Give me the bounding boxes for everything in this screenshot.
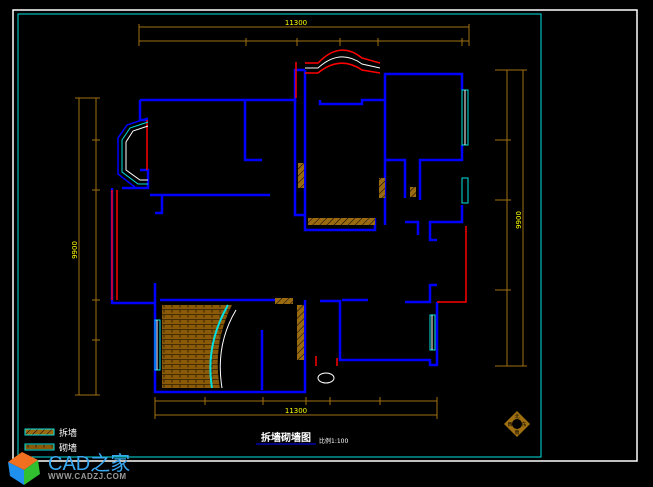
logo-cube-icon xyxy=(8,452,40,485)
windows xyxy=(154,89,469,371)
legend: 拆墙 砌墙 xyxy=(24,427,77,454)
top-total-dimension: 11300 xyxy=(285,19,307,27)
drawing-title: 拆墙砌墙图 xyxy=(261,431,311,444)
compass-icon: 北 西 东 南 xyxy=(504,411,530,437)
compass-south: 南 xyxy=(514,429,519,436)
demolition-areas xyxy=(162,163,416,389)
right-total-dimension: 9900 xyxy=(515,211,523,229)
logo-url: WWW.CADZJ.COM xyxy=(48,472,127,481)
logo-name: CAD之家 xyxy=(48,453,131,475)
entrance-marker xyxy=(317,372,335,384)
scale-note: 比例1:100 xyxy=(319,437,348,445)
outer-frame xyxy=(12,9,638,462)
dimension-lines xyxy=(75,24,527,419)
bay-window xyxy=(117,117,149,189)
left-total-dimension: 9900 xyxy=(71,241,79,259)
new-walls xyxy=(111,49,467,366)
legend-label-build: 砌墙 xyxy=(59,442,77,454)
bottom-total-dimension: 11300 xyxy=(285,407,307,415)
legend-label-demolish: 拆墙 xyxy=(59,427,77,439)
compass-east: 东 xyxy=(521,421,526,428)
dimension-texts: 11300 11300 9900 9900 xyxy=(71,19,523,415)
compass-north: 北 xyxy=(514,413,519,420)
legend-swatch-demolish xyxy=(24,428,55,436)
inner-frame xyxy=(17,13,542,458)
legend-swatch-build xyxy=(24,443,55,451)
compass-west: 西 xyxy=(507,422,512,428)
